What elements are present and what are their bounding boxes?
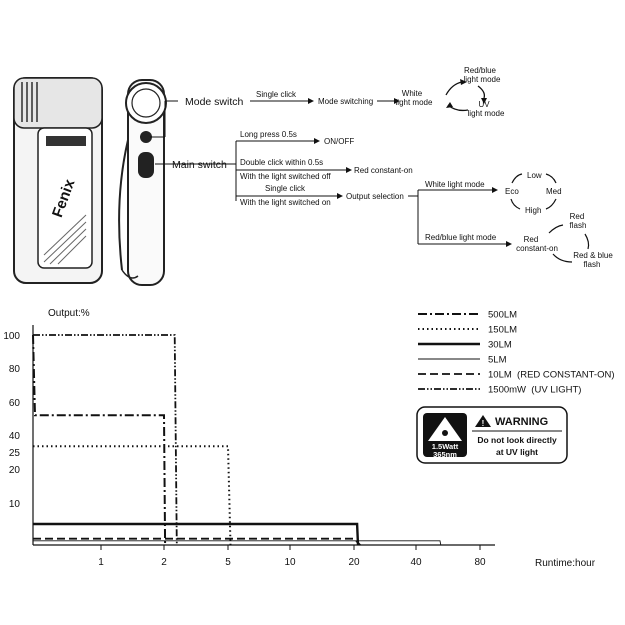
flashlight-front-illustration: Fenix	[13, 77, 103, 284]
y-tick-label: 80	[9, 364, 21, 375]
legend-label: 10LM (RED CONSTANT-ON)	[488, 370, 615, 381]
legend-label: 1500mW (UV LIGHT)	[488, 385, 581, 396]
mode-switching-label: Mode switching	[318, 97, 373, 106]
low-label: Low	[527, 171, 542, 180]
x-tick-labels: 1 2 5 10 20 40 80	[98, 545, 486, 568]
x-tick-label: 1	[98, 557, 104, 568]
red-constant-on-label: Red constant-on	[354, 166, 413, 175]
series-line-dashed	[33, 537, 361, 546]
med-label: Med	[546, 187, 562, 196]
legend-label: 150LM	[488, 325, 517, 336]
x-tick-label: 2	[161, 557, 167, 568]
chart-legend: 500LM 150LM 30LM 5LM 10LM (RED CONSTANT-ON) 1…	[418, 310, 615, 396]
mode-switch-label: Mode switch	[185, 96, 244, 108]
x-axis-title: Runtime:hour	[535, 558, 596, 569]
legend-label: 5LM	[488, 355, 507, 366]
warning-text-line1: Do not look directly	[477, 435, 557, 445]
y-axis-title: Output:%	[48, 308, 90, 319]
series-line-solid-thin	[33, 540, 442, 546]
x-tick-label: 10	[284, 557, 296, 568]
warning-triangle-icon	[475, 415, 491, 427]
legend-label: 500LM	[488, 310, 517, 321]
series-layer	[32, 334, 442, 546]
x-tick-label: 80	[474, 557, 486, 568]
y-tick-label: 100	[3, 331, 20, 342]
high-label: High	[525, 206, 541, 215]
x-tick-label: 20	[348, 557, 360, 568]
y-tick-label: 60	[9, 398, 21, 409]
y-tick-label: 10	[9, 499, 21, 510]
y-tick-label: 25	[9, 448, 21, 459]
eco-label: Eco	[505, 187, 519, 196]
main-switch-label: Main switch	[172, 159, 227, 171]
legend-label: 30LM	[488, 340, 512, 351]
light-on-label: With the light switched on	[240, 198, 331, 207]
y-tick-label: 40	[9, 431, 21, 442]
series-line-solid-thick	[33, 522, 360, 546]
single-click-label: Single click	[256, 90, 297, 99]
uv-warning-label: 1.5Watt 365nm ! WARNING Do not look dire…	[416, 406, 568, 464]
uv-spec-watt: 1.5Watt	[432, 442, 459, 451]
warning-title: WARNING	[495, 416, 548, 428]
on-off-label: ON/OFF	[324, 137, 354, 146]
mode-flow-diagram: Mode switch Single click Mode switching …	[150, 66, 613, 269]
x-tick-label: 5	[225, 557, 231, 568]
uv-spec-nm: 365nm	[433, 450, 457, 459]
single-click-2-label: Single click	[265, 184, 306, 193]
warning-text-line2: at UV light	[496, 447, 538, 457]
series-line-dotted	[33, 445, 232, 546]
output-selection-label: Output selection	[346, 192, 404, 201]
x-tick-label: 40	[410, 557, 422, 568]
red-blue-light-mode-2-label: Red/blue light mode	[425, 233, 497, 242]
flashlight-side-illustration	[118, 79, 167, 286]
svg-text:!: !	[482, 419, 485, 428]
white-light-mode-label: White light mode	[425, 180, 485, 189]
uv-hazard-icon	[428, 417, 462, 441]
long-press-label: Long press 0.5s	[240, 130, 297, 139]
y-tick-label: 20	[9, 465, 21, 476]
series-line-dash-dot	[32, 334, 167, 546]
double-click-label: Double click within 0.5s	[240, 158, 323, 167]
series-line-dash-dot-dot	[33, 334, 178, 546]
light-off-label: With the light switched off	[240, 172, 331, 181]
y-tick-labels: 10 20 25 40 60 80 100	[3, 331, 20, 510]
